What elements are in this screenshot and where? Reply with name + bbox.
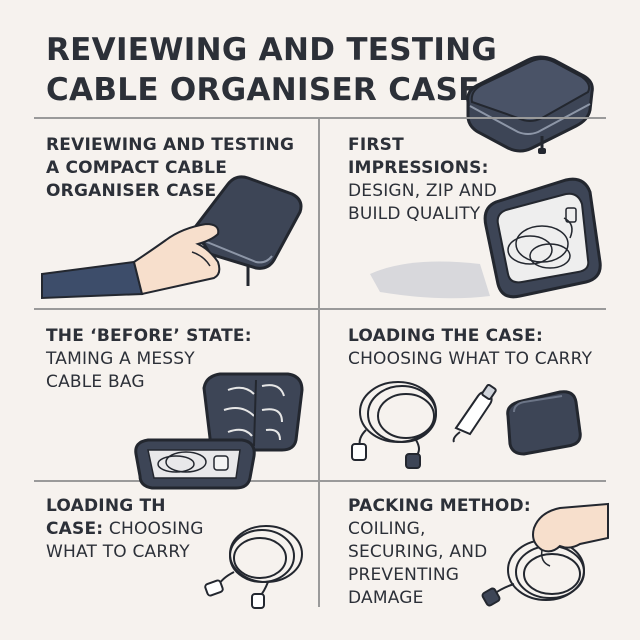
page-title: REVIEWING AND TESTING CABLE ORGANISER CA… [46, 30, 497, 110]
closed-case-icon [466, 55, 594, 154]
packing-method-body-4: DAMAGE [348, 588, 424, 608]
first-impressions-body-1: DESIGN, ZIP AND [348, 181, 498, 201]
panel-packing-method: PACKING METHOD: COILING, SECURING, AND P… [348, 495, 531, 610]
first-impressions-heading-1: FIRST [348, 135, 404, 155]
coiled-cable-icon [204, 525, 303, 609]
loading-case-body: CHOOSING WHAT TO CARRY [348, 349, 593, 369]
page-title-line-1: REVIEWING AND TESTING [46, 32, 498, 68]
loading-case-2-body-1: CHOOSING [108, 519, 204, 539]
loading-case-2-heading-2: CASE: [46, 519, 104, 539]
usb-plug-icon [452, 384, 497, 443]
hand-holding-case-icon [41, 175, 303, 300]
before-state-body-2: CABLE BAG [46, 372, 145, 392]
before-state-heading: THE ‘BEFORE’ STATE: [46, 326, 252, 346]
divider-middle [34, 308, 606, 310]
first-impressions-heading-2: IMPRESSIONS: [348, 158, 489, 178]
panel-loading-case: LOADING THE CASE: CHOOSING WHAT TO CARRY [348, 325, 592, 371]
page-title-line-2: CABLE ORGANISER CASE [46, 72, 480, 108]
panel-intro-line-3: ORGANISER CASE [46, 181, 217, 201]
packing-method-heading: PACKING METHOD: [348, 496, 531, 516]
loading-case-2-heading-1: LOADING TH [46, 496, 166, 516]
first-impressions-body-2: BUILD QUALITY [348, 204, 481, 224]
panel-intro: REVIEWING AND TESTING A COMPACT CABLE OR… [46, 134, 294, 203]
open-case-with-cable-icon [370, 177, 602, 299]
panel-first-impressions: FIRST IMPRESSIONS: DESIGN, ZIP AND BUILD… [348, 134, 497, 226]
divider-top [34, 117, 606, 119]
coiled-usb-cable-icon [351, 381, 437, 469]
panel-intro-line-2: A COMPACT CABLE [46, 158, 228, 178]
panel-before-state: THE ‘BEFORE’ STATE: TAMING A MESSY CABLE… [46, 325, 252, 394]
power-adapter-icon [506, 390, 582, 456]
packing-method-body-1: COILING, [348, 519, 426, 539]
loading-case-2-body-2: WHAT TO CARRY [46, 542, 190, 562]
packing-method-body-3: PREVENTING [348, 565, 460, 585]
hand-coiling-cable-icon [481, 502, 609, 607]
open-case-compartments-icon [134, 372, 304, 490]
divider-lower [34, 480, 606, 482]
panel-intro-line-1: REVIEWING AND TESTING [46, 135, 295, 155]
loading-case-heading: LOADING THE CASE: [348, 326, 543, 346]
panel-loading-case-2: LOADING TH CASE: CHOOSING WHAT TO CARRY [46, 495, 204, 564]
divider-vertical [318, 117, 320, 607]
before-state-body-1: TAMING A MESSY [46, 349, 195, 369]
packing-method-body-2: SECURING, AND [348, 542, 488, 562]
